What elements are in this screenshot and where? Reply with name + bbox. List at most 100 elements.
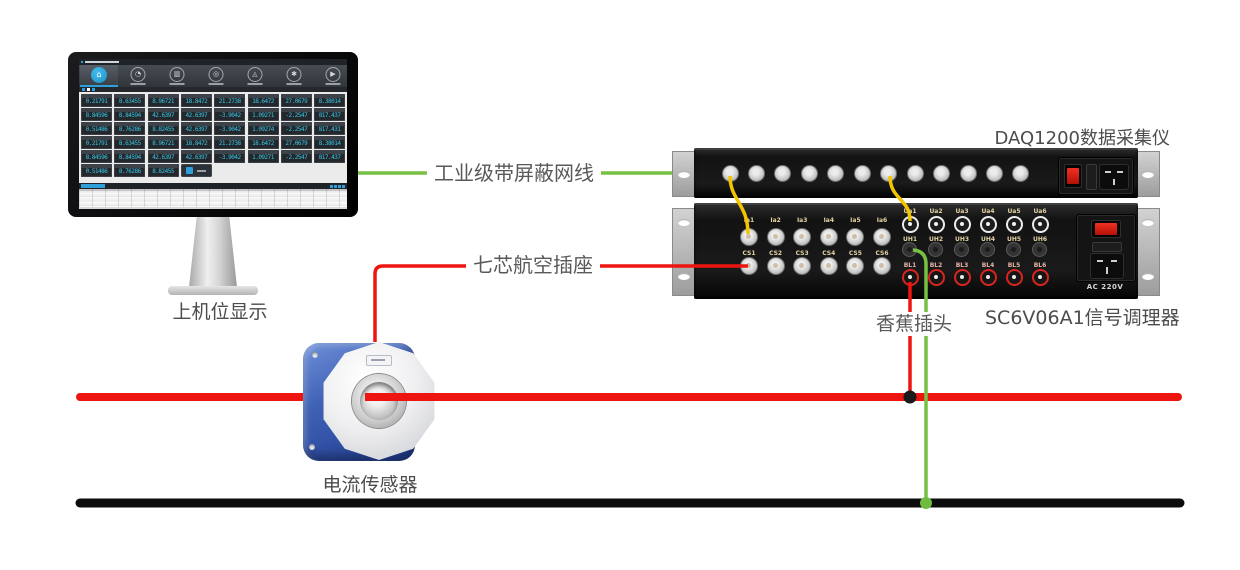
port-label-CS5: CS5: [848, 250, 862, 257]
screw-hole: [1142, 273, 1154, 280]
signal-icon: ◬: [247, 67, 263, 82]
daq-port: [747, 164, 765, 182]
tile-value: 8.38014: [318, 97, 341, 105]
port-label-CS3: CS3: [795, 250, 809, 257]
port-Ua1: [901, 215, 919, 233]
tile-header: [214, 150, 246, 154]
tile-header: [81, 108, 112, 112]
tile-header: [314, 136, 346, 140]
fuse-holder: [1086, 164, 1097, 190]
data-tile: -3.9042: [214, 150, 246, 163]
tile-header: [214, 108, 246, 112]
tile-header: [114, 108, 146, 112]
tile-value: 8.38014: [318, 139, 341, 147]
daq-port: [853, 164, 871, 182]
tile-value: 817.437: [318, 153, 341, 161]
home-icon: ⌂: [91, 67, 107, 83]
tile-value: 1.09271: [252, 111, 274, 119]
port-CS4: [819, 257, 838, 275]
screen-bottombar: [79, 183, 347, 189]
tile-header: [81, 122, 112, 126]
port-UH5: [1005, 241, 1021, 257]
toolbar-icon-caption: [208, 83, 224, 85]
screw-hole: [678, 171, 690, 178]
port-Ia4: [819, 228, 838, 246]
tile-value: 8.84594: [118, 111, 141, 119]
tile-value: -3.9042: [218, 125, 241, 133]
data-tile: 21.2738: [214, 94, 246, 107]
daq-port: [721, 164, 739, 182]
data-tile: 1.09271: [247, 150, 279, 163]
toolbar-icon-record: ◎: [197, 65, 235, 87]
data-tile: -3.9042: [214, 108, 246, 121]
port-CS3: [793, 257, 812, 275]
port-BL1: [901, 268, 919, 286]
data-tile: 18.8472: [180, 136, 212, 149]
data-tile: 817.431: [314, 122, 346, 135]
data-tile: 817.437: [314, 150, 346, 163]
toolbar-icon-clock: ◔: [119, 65, 157, 87]
tile-value: 0.21791: [85, 139, 108, 147]
tile-header: [147, 150, 179, 154]
toolbar-icon-signal: ◬: [236, 65, 274, 87]
monitor-label: 上机位显示: [172, 301, 268, 323]
aviation-tag: 七芯航空插座: [466, 253, 600, 277]
port-BL5: [1005, 268, 1023, 286]
daq-label: DAQ1200数据采集仪: [994, 128, 1170, 149]
data-tile: 18.8472: [180, 94, 212, 107]
tile-header: [81, 136, 112, 140]
tile-value: 42.6397: [152, 153, 174, 161]
chart-icon: ▥: [169, 67, 185, 82]
port-label-Ia6: Ia6: [876, 217, 888, 224]
tile-value: 8.63455: [118, 97, 141, 105]
data-tile: 8.63455: [114, 136, 146, 149]
tile-value: 42.6397: [185, 153, 208, 161]
port-Ua4: [979, 215, 997, 233]
screen-toolbar: ⌂◔▥◎◬✱▶: [79, 65, 347, 87]
daq-left-ear: [672, 151, 696, 197]
data-tile: -2.2547: [280, 108, 312, 121]
tile-value: 42.6397: [152, 111, 174, 119]
tile-header: [81, 150, 112, 154]
tile-value: 18.6472: [252, 139, 274, 147]
green-terminal-dot: [920, 497, 932, 509]
plus-icon: [185, 167, 193, 174]
tile-value: 1.09271: [252, 153, 274, 161]
port-Ia1: [740, 228, 758, 246]
data-tile: 0.21791: [81, 136, 112, 149]
power-switch: [1064, 164, 1082, 188]
toolbar-icon-play: ▶: [314, 65, 347, 87]
tile-value: 0.51486: [85, 125, 108, 133]
port-CS1: [740, 257, 758, 275]
data-tile: 8.84596: [81, 150, 112, 163]
toolbar-icon-caption: [130, 83, 146, 85]
port-UH3: [953, 241, 969, 257]
data-tile: 8.76286: [114, 164, 146, 177]
screw-hole: [678, 273, 690, 280]
data-tile: 1.09271: [247, 108, 279, 121]
data-tile: 0.51486: [81, 122, 112, 135]
data-tile: 42.6397: [147, 150, 179, 163]
tile-header: [247, 122, 279, 126]
clock-icon: ◔: [130, 67, 146, 82]
screen-footer: [79, 207, 347, 209]
tile-header: [180, 108, 212, 112]
tile-header: [114, 164, 146, 168]
port-Ua5: [1005, 215, 1023, 233]
toolbar-icon-home: ⌂: [80, 65, 118, 87]
tile-header: [114, 122, 146, 126]
tile-header: [180, 150, 212, 154]
port-label-Ia5: Ia5: [850, 217, 861, 224]
tile-header: [114, 94, 146, 98]
toolbar-icon-caption: [169, 83, 185, 85]
port-Ua3: [953, 215, 971, 233]
daq-port: [933, 164, 951, 182]
port-UH1: [901, 241, 917, 257]
cond-power-inlet: [1076, 214, 1136, 282]
net-cable-tag: 工业级带屏蔽网线: [427, 161, 601, 185]
tile-value: 0.51486: [85, 167, 108, 175]
port-label-Ua2: Ua2: [929, 208, 943, 215]
data-tile: 0.21791: [81, 94, 112, 107]
